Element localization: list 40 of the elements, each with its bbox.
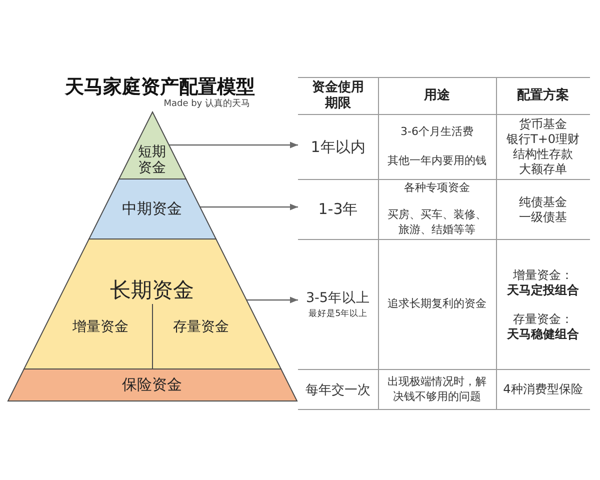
layer-label: 长期资金 bbox=[110, 278, 194, 302]
segment-label: 存量资金 bbox=[172, 318, 229, 336]
column-header: 资金使用期限 bbox=[311, 80, 365, 112]
layer-label: 短期资金 bbox=[137, 144, 167, 176]
allocation-text: 天马稳健组合 bbox=[507, 326, 579, 342]
allocation-text: 天马定投组合 bbox=[507, 282, 579, 298]
purpose-text: 3-6个月生活费 bbox=[400, 125, 474, 140]
pyramid-layer bbox=[118, 112, 186, 179]
allocation-text: 银行T+0理财 bbox=[506, 132, 580, 147]
allocation-text: 存量资金： bbox=[513, 312, 573, 326]
layer-label: 中期资金 bbox=[122, 200, 182, 218]
segment-label: 增量资金 bbox=[72, 318, 129, 336]
period-text: 1年以内 bbox=[310, 138, 366, 156]
note-text: 最好是5年以上 bbox=[308, 308, 368, 320]
period-text: 每年交一次 bbox=[306, 382, 370, 398]
allocation-text: 增量资金： bbox=[513, 268, 573, 282]
arrow bbox=[200, 204, 298, 210]
allocation-text: 大额存单 bbox=[519, 162, 567, 177]
purpose-text: 其他一年内要用的钱 bbox=[388, 154, 486, 169]
arrow bbox=[168, 142, 298, 148]
column-header: 配置方案 bbox=[517, 88, 569, 104]
title: 天马家庭资产配置模型 bbox=[65, 75, 255, 98]
pyramid-layer bbox=[8, 369, 296, 401]
allocation-text: 一级债基 bbox=[519, 210, 567, 224]
arrow bbox=[246, 296, 298, 304]
allocation-text: 纯债基金 bbox=[519, 194, 567, 210]
period-text: 1-3年 bbox=[318, 200, 358, 219]
period-text: 3-5年以上 bbox=[306, 289, 370, 307]
purpose-text: 各种专项资金 bbox=[404, 181, 470, 196]
column-header: 用途 bbox=[424, 88, 450, 104]
author-credit: Made by 认真的天马 bbox=[164, 98, 250, 110]
purpose-text: 出现极端情况时，解决钱不够用的问题 bbox=[387, 374, 487, 404]
layer-label: 保险资金 bbox=[122, 376, 182, 394]
pyramid-layer bbox=[88, 179, 216, 239]
pyramid-layer bbox=[24, 239, 280, 369]
purpose-text: 追求长期复利的资金 bbox=[388, 297, 486, 312]
allocation-text: 结构性存款 bbox=[513, 147, 573, 162]
purpose-text: 买房、买车、装修、旅游、结婚等等 bbox=[387, 208, 487, 238]
allocation-text: 4种消费型保险 bbox=[503, 382, 583, 397]
allocation-text: 货币基金 bbox=[519, 117, 567, 132]
